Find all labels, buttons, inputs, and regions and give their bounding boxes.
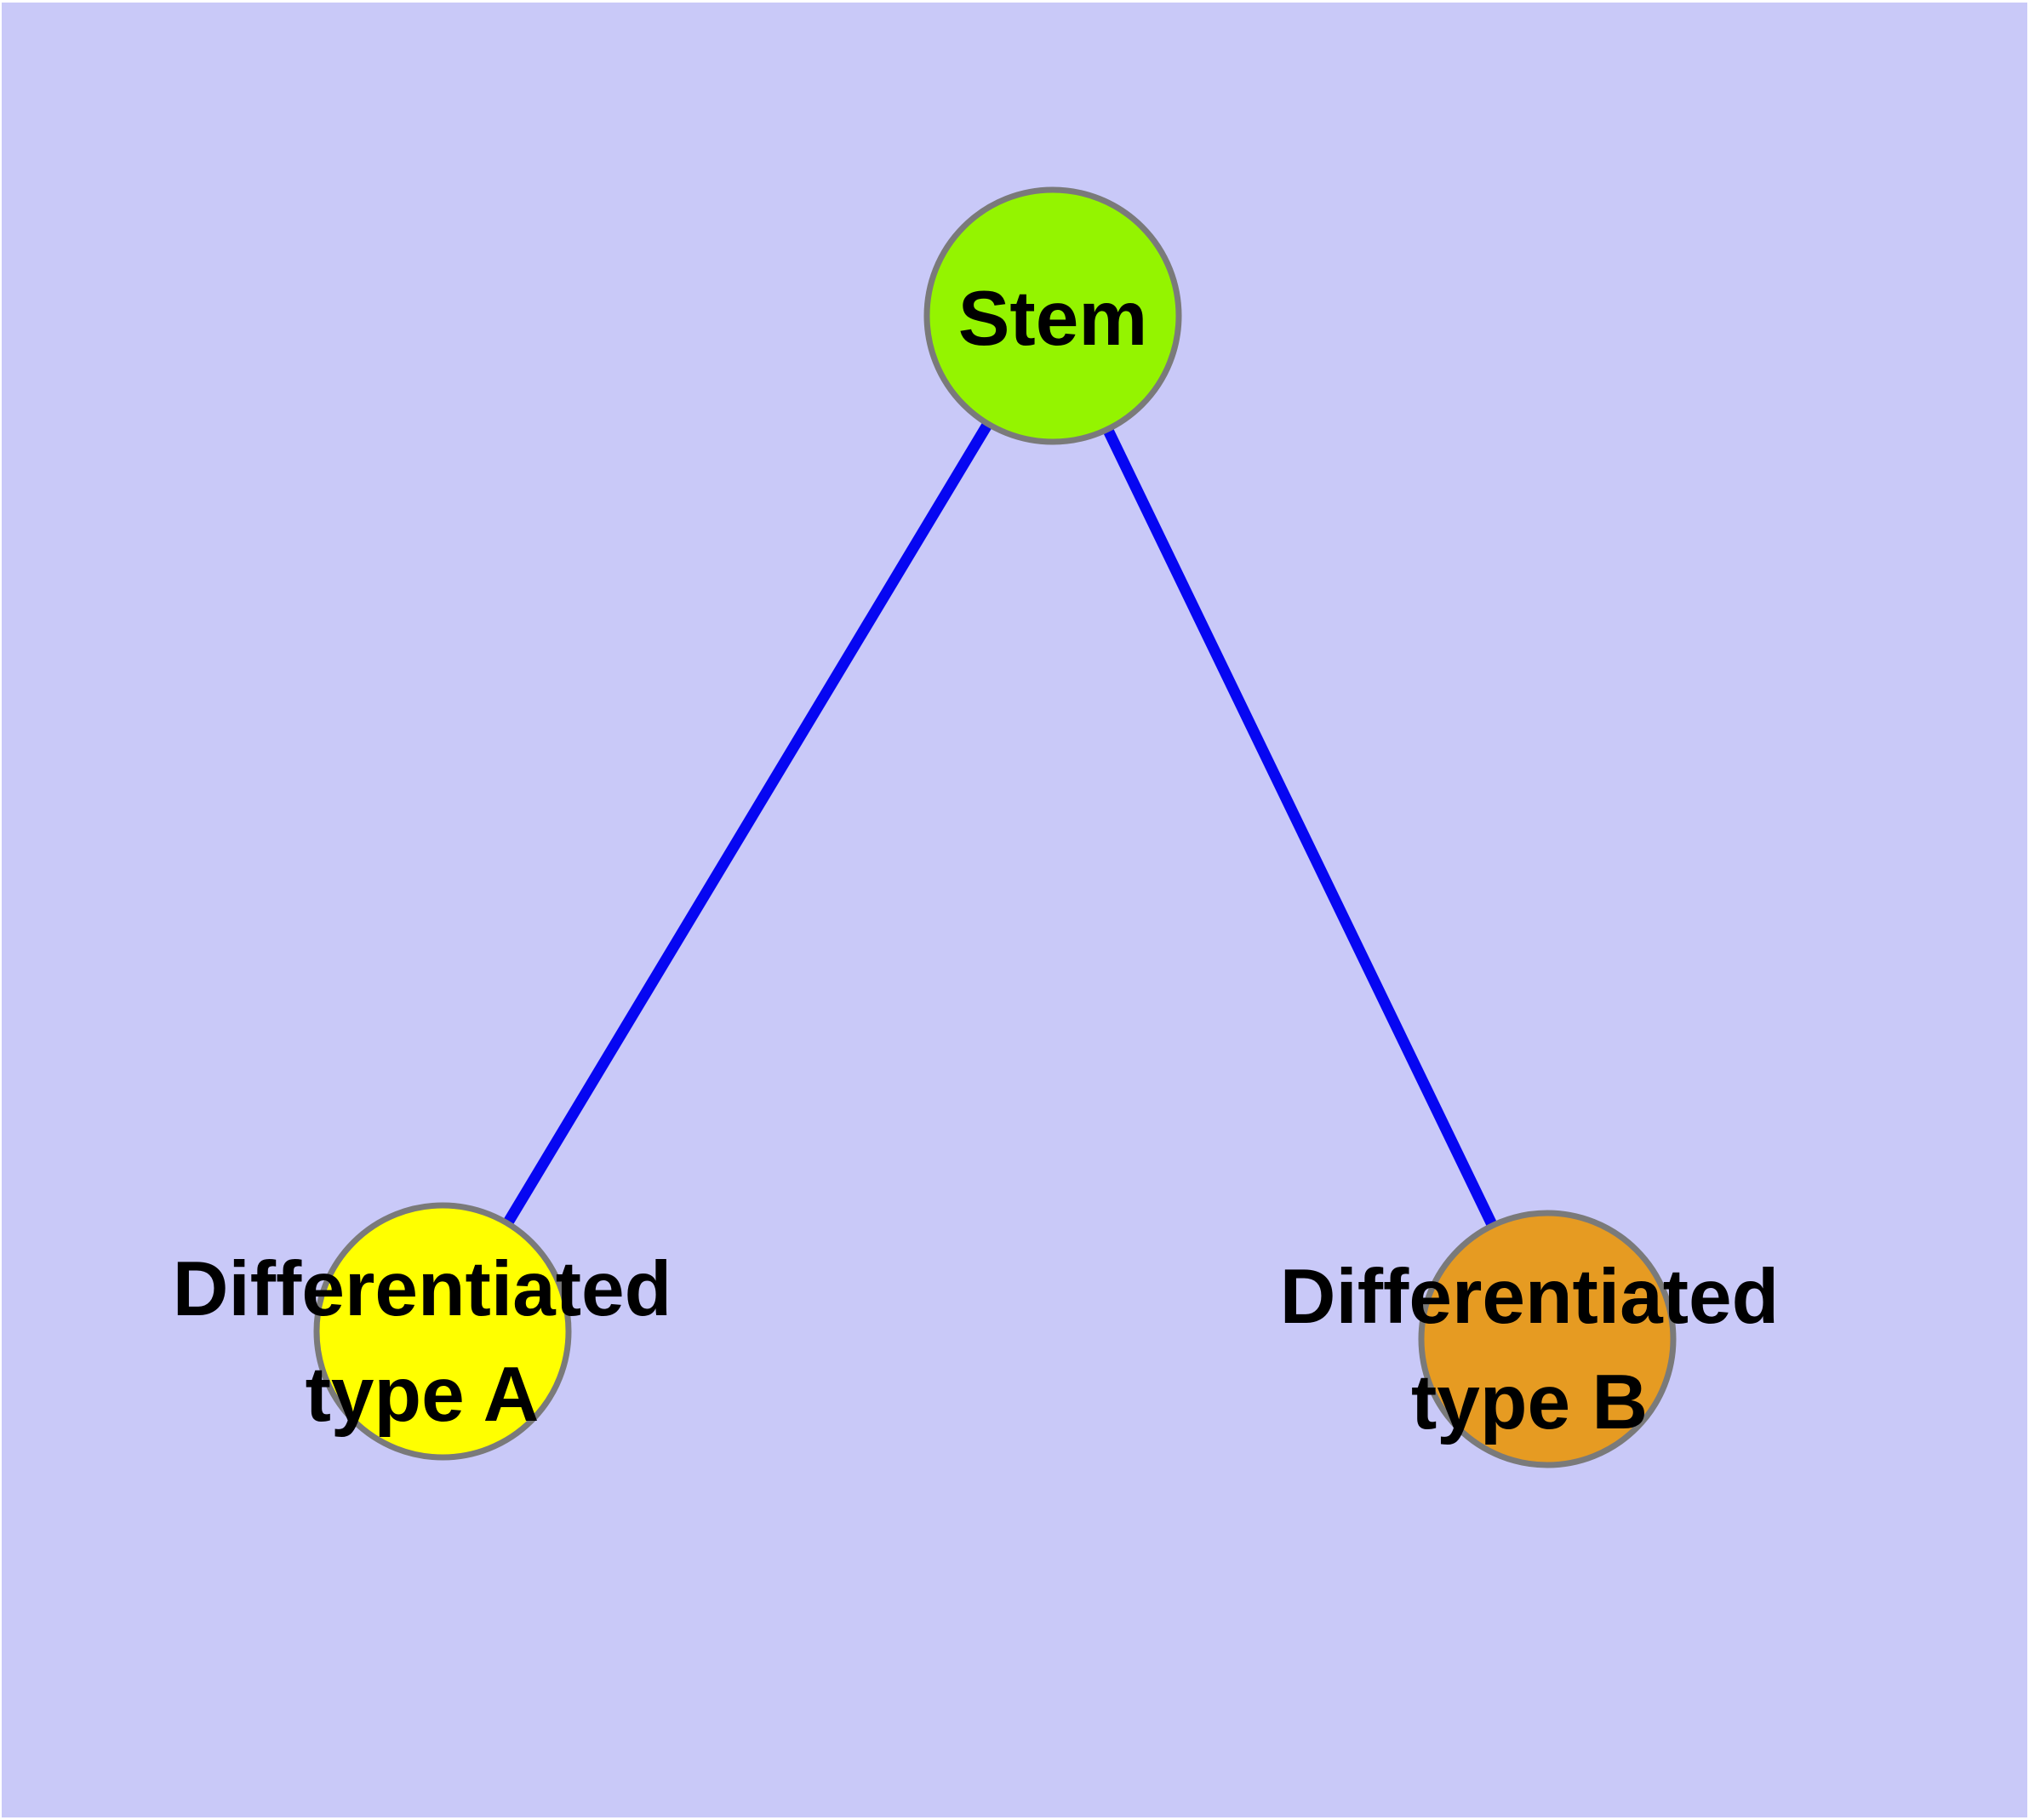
edge-stem-to-type-b [1048, 313, 1552, 1342]
node-stem-circle [923, 186, 1182, 445]
node-type-a-circle [313, 1202, 572, 1461]
edge-stem-to-type-a [437, 312, 1058, 1335]
node-type-b-circle [1418, 1210, 1677, 1468]
node-type-a-label-line1: Differentiated [172, 1246, 672, 1332]
node-type-a-label: Differentiated type A [173, 1237, 672, 1448]
node-type-b-label: Differentiated type B [1280, 1245, 1780, 1456]
node-stem-label: Stem [958, 266, 1148, 372]
node-type-b-label-line2: type B [1410, 1359, 1649, 1445]
node-type-b-label-line1: Differentiated [1279, 1254, 1780, 1340]
node-type-a-label-line2: type A [305, 1352, 540, 1438]
node-stem-label-line: Stem [957, 276, 1148, 362]
